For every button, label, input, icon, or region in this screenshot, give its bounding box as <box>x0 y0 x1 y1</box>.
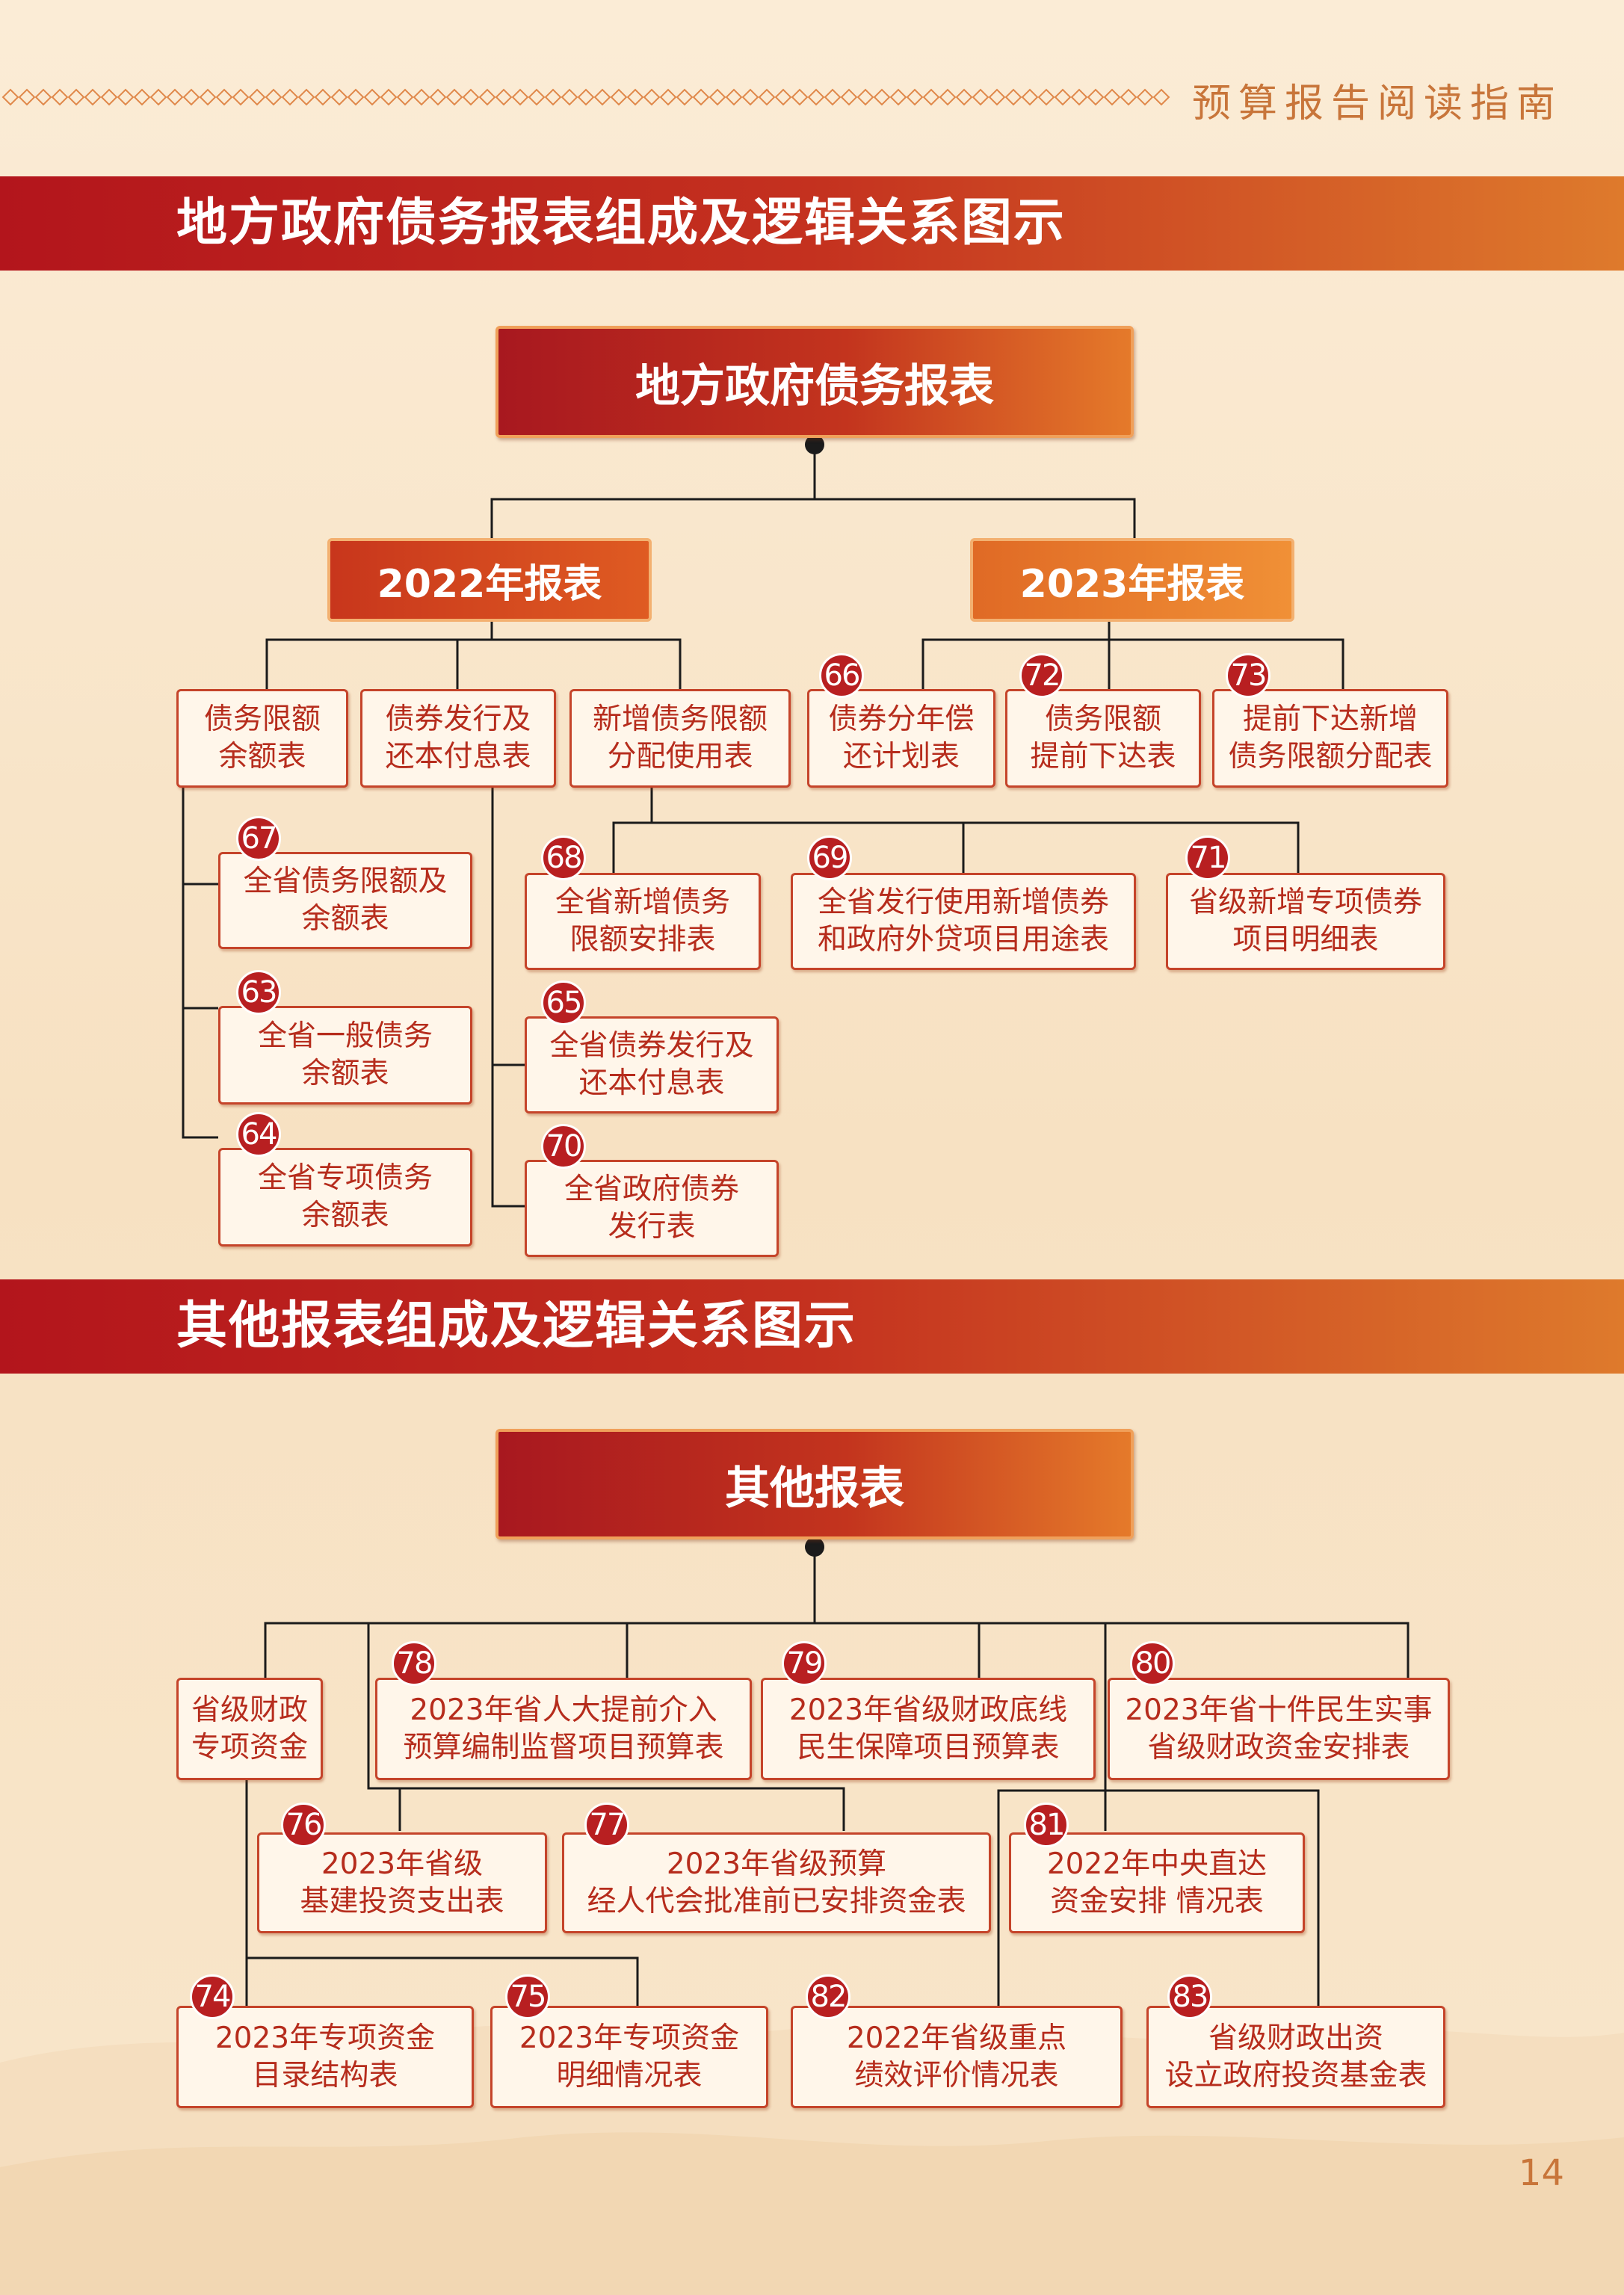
node-81: 2022年中央直达资金安排 情况表 <box>1009 1832 1305 1933</box>
node-66: 债券分年偿还计划表 <box>807 689 995 788</box>
badge-69: 69 <box>807 835 852 880</box>
badge-63: 63 <box>236 970 281 1015</box>
node-bond-issue: 债券发行及还本付息表 <box>360 689 556 788</box>
badge-72: 72 <box>1019 653 1064 698</box>
node-limit-balance: 债务限额余额表 <box>176 689 348 788</box>
badge-75: 75 <box>505 1974 550 2019</box>
badge-64: 64 <box>236 1112 281 1157</box>
badge-80: 80 <box>1130 1641 1175 1686</box>
badge-79: 79 <box>782 1641 827 1686</box>
group-2022-node: 2022年报表 <box>327 538 652 622</box>
node-76: 2023年省级基建投资支出表 <box>257 1832 547 1933</box>
node-67: 全省债务限额及余额表 <box>218 852 472 949</box>
badge-73: 73 <box>1226 653 1271 698</box>
node-74: 2023年专项资金目录结构表 <box>176 2006 474 2108</box>
node-78: 2023年省人大提前介入预算编制监督项目预算表 <box>375 1678 752 1780</box>
badge-82: 82 <box>806 1974 850 2019</box>
badge-81: 81 <box>1024 1803 1069 1847</box>
node-75: 2023年专项资金明细情况表 <box>490 2006 768 2108</box>
section1-root-node: 地方政府债务报表 <box>495 326 1134 438</box>
header-title: 预算报告阅读指南 <box>1191 81 1563 126</box>
page-number: 14 <box>1518 2152 1564 2194</box>
badge-74: 74 <box>190 1974 235 2019</box>
section2-banner: 其他报表组成及逻辑关系图示 <box>0 1279 1624 1374</box>
badge-76: 76 <box>281 1803 326 1847</box>
group-2023-node: 2023年报表 <box>970 538 1294 622</box>
badge-68: 68 <box>541 835 586 880</box>
node-64: 全省专项债务余额表 <box>218 1148 472 1247</box>
badge-67: 67 <box>236 816 281 861</box>
badge-71: 71 <box>1185 835 1230 880</box>
node-73: 提前下达新增债务限额分配表 <box>1212 689 1448 788</box>
badge-66: 66 <box>819 653 864 698</box>
section2-root-node: 其他报表 <box>495 1429 1134 1539</box>
node-82: 2022年省级重点绩效评价情况表 <box>791 2006 1123 2108</box>
badge-65: 65 <box>541 980 586 1025</box>
node-special-funds: 省级财政专项资金 <box>176 1678 323 1780</box>
node-65: 全省债券发行及还本付息表 <box>525 1016 779 1113</box>
badge-78: 78 <box>392 1641 436 1686</box>
node-68: 全省新增债务限额安排表 <box>525 873 761 970</box>
node-77: 2023年省级预算经人代会批准前已安排资金表 <box>562 1832 991 1933</box>
node-80: 2023年省十件民生实事省级财政资金安排表 <box>1108 1678 1450 1780</box>
node-69: 全省发行使用新增债券和政府外贷项目用途表 <box>791 873 1136 970</box>
badge-77: 77 <box>584 1803 629 1847</box>
node-63: 全省一般债务余额表 <box>218 1006 472 1105</box>
diamond-border-ornament <box>1 88 1170 106</box>
node-83: 省级财政出资设立政府投资基金表 <box>1146 2006 1445 2108</box>
node-71: 省级新增专项债券项目明细表 <box>1166 873 1445 970</box>
node-72: 债务限额提前下达表 <box>1005 689 1201 788</box>
node-79: 2023年省级财政底线民生保障项目预算表 <box>761 1678 1096 1780</box>
badge-70: 70 <box>541 1124 586 1169</box>
badge-83: 83 <box>1167 1974 1212 2019</box>
section1-banner: 地方政府债务报表组成及逻辑关系图示 <box>0 176 1624 271</box>
node-70: 全省政府债券发行表 <box>525 1160 779 1257</box>
node-new-limit: 新增债务限额分配使用表 <box>569 689 791 788</box>
